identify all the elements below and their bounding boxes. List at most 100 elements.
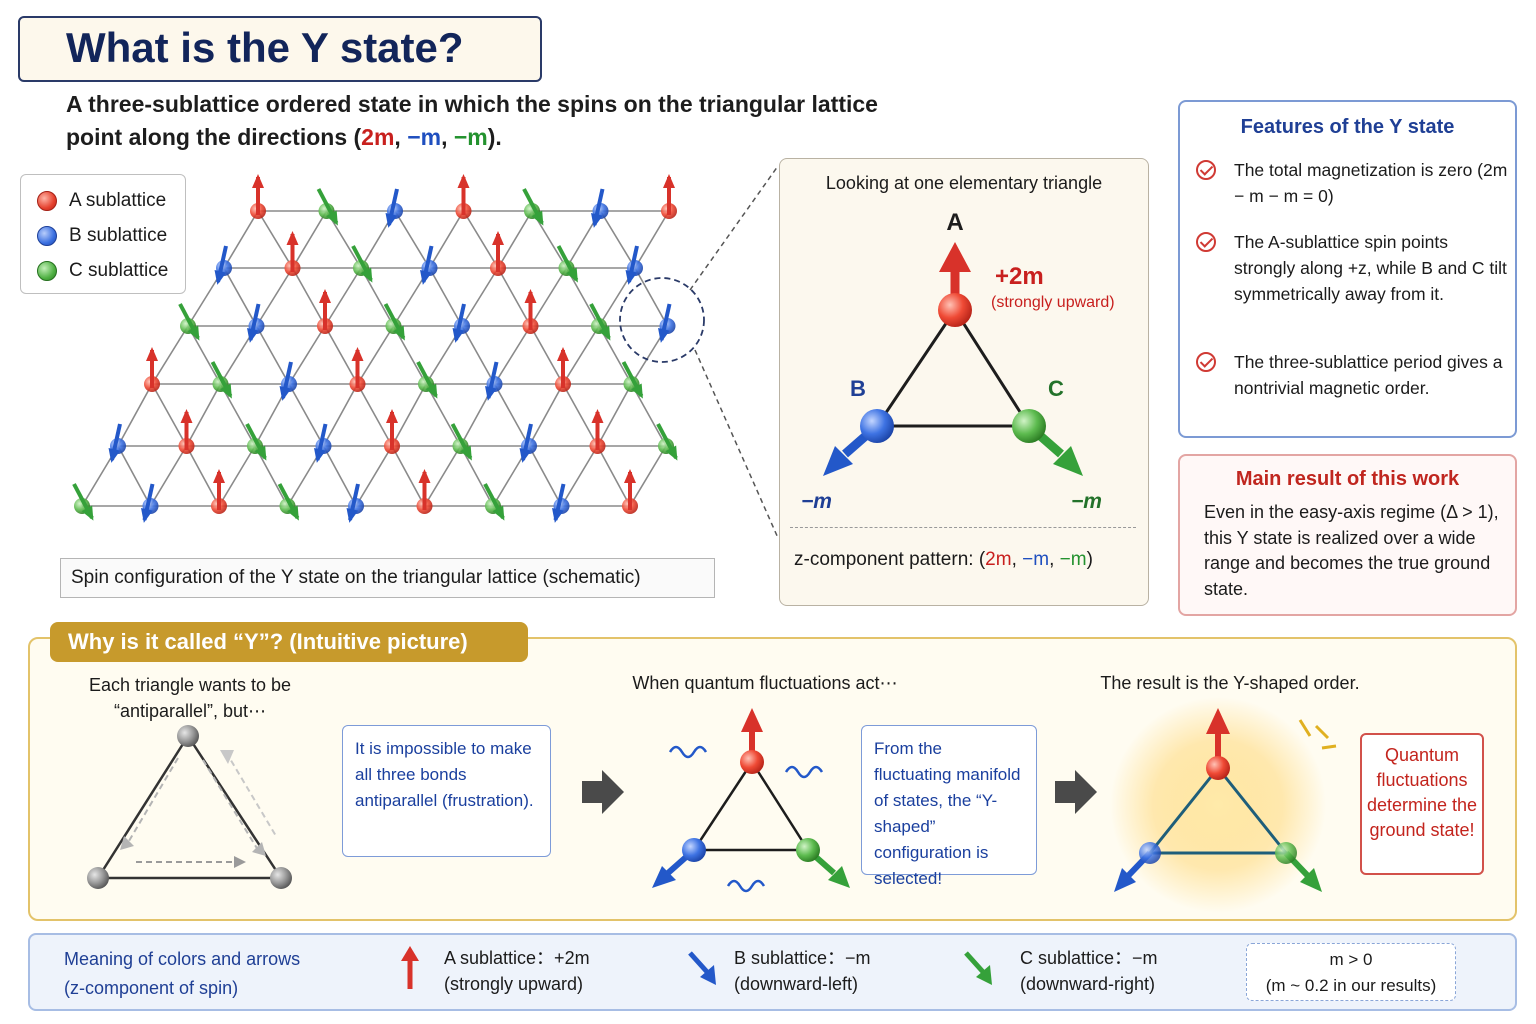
lattice-bond: [462, 210, 499, 269]
spin-site-b: [214, 245, 232, 285]
spin-site-b: [591, 188, 609, 228]
site-a: [938, 293, 972, 327]
spin-site-a: [284, 231, 301, 276]
spin-site-a: [349, 347, 366, 392]
legend-item-a: A sublattice: [37, 188, 166, 214]
lattice-bond: [425, 383, 462, 447]
features-panel: Features of the Y state The total magnet…: [1178, 100, 1517, 438]
lattice-bond: [255, 325, 290, 385]
colors-title-line1: Meaning of colors and arrows: [64, 949, 301, 969]
pattern-c: −m: [1059, 549, 1087, 570]
label-c: C: [1048, 376, 1064, 401]
spin-site-b: [108, 423, 126, 463]
spin-site-a: [455, 174, 472, 219]
colors-item-a: A sublattice：+2m (strongly upward): [444, 945, 590, 997]
lattice-bond: [528, 383, 564, 447]
legend-item-c: C sublattice: [37, 258, 168, 284]
spin-site-b: [485, 361, 503, 401]
subtitle-suffix: ).: [487, 124, 502, 150]
lattice-bond: [428, 210, 465, 269]
lattice-bond: [356, 325, 395, 385]
wavy-line-icon: [784, 765, 824, 779]
why-diagrams: [87, 697, 1337, 913]
spin-site-a: [589, 409, 606, 454]
lattice-bond: [497, 267, 532, 327]
spin-site-a: [661, 174, 677, 219]
main-result-body: Even in the easy-axis regime (Δ > 1), th…: [1204, 502, 1499, 599]
lattice-bond: [562, 325, 600, 385]
lattice-bond: [291, 210, 328, 269]
selection-callout: From the fluctuating manifold of states,…: [861, 725, 1037, 888]
lattice-bond: [219, 383, 256, 447]
spin-site-a: [555, 347, 571, 392]
check-icon: [1196, 160, 1216, 180]
lattice-bond: [630, 383, 667, 447]
spin-site-a: [211, 469, 227, 514]
green-dot-icon: [37, 261, 57, 281]
m-line1: m > 0: [1329, 950, 1373, 969]
spin-site-a: [178, 409, 195, 454]
direction-b: −m: [407, 124, 442, 150]
feature-item: The total magnetization is zero (2m − m …: [1234, 160, 1508, 206]
site-b: [860, 409, 894, 443]
lattice-bond: [288, 325, 326, 385]
note-a: (strongly upward): [991, 294, 1115, 311]
lattice-bond: [596, 445, 631, 507]
title-box: What is the Y state?: [18, 16, 542, 82]
lattice-bond: [355, 445, 393, 507]
main-result-title: Main result of this work: [1235, 468, 1460, 490]
lattice-bond: [459, 445, 494, 507]
spin-site-b: [519, 423, 537, 463]
wavy-line-icon: [668, 745, 708, 759]
colors-a-line2: (strongly upward): [444, 974, 584, 994]
lattice-bond: [257, 210, 294, 269]
colors-c-line1: C sublattice：−m: [1020, 948, 1158, 968]
lattice-bond: [391, 445, 426, 507]
lattice-bond: [461, 267, 499, 327]
down-left-arrow-icon: [688, 951, 716, 985]
spin-site-c: [656, 423, 678, 461]
up-arrow-icon: [401, 946, 419, 989]
colors-a-line1: A sublattice：+2m: [444, 948, 590, 968]
triangle-edges: [874, 307, 1032, 428]
spin-site-c: [483, 483, 505, 521]
check-icon: [1196, 232, 1216, 252]
lattice-bond: [493, 325, 532, 385]
zoom-connector: [619, 165, 779, 539]
legend-label-c: C sublattice: [69, 260, 169, 281]
sep: ,: [1049, 549, 1060, 570]
lattice-bond: [255, 267, 294, 327]
z-pattern: z-component pattern: (2m, −m, −m): [794, 549, 1093, 571]
lattice-bond: [634, 267, 669, 327]
lattice-bond: [529, 325, 564, 385]
lattice-bond: [117, 383, 153, 447]
lattice-bond: [562, 383, 599, 447]
lattice-bond: [423, 445, 462, 507]
spin-site-a: [250, 174, 266, 219]
spin-site-b: [385, 188, 403, 228]
spin-site-b: [279, 361, 297, 401]
lattice-bond: [185, 383, 222, 447]
m-line2: (m ~ 0.2 in our results): [1265, 976, 1437, 995]
elementary-triangle-diagram: A B C +2m (strongly upward) −m −m: [801, 209, 1115, 513]
spin-site-b: [552, 483, 570, 523]
spin-site-c: [351, 245, 373, 283]
spin-site-a: [490, 231, 506, 276]
pattern-prefix: z-component pattern: (: [794, 549, 986, 570]
down-right-arrow-icon: [964, 951, 992, 985]
subtitle-prefix: point along the directions (: [66, 124, 362, 150]
spin-site-a: [144, 347, 160, 392]
subtitle: A three-sublattice ordered state in whic…: [66, 88, 1026, 154]
spin-site-a: [317, 289, 333, 334]
lattice-bond: [391, 383, 427, 447]
features-title: Features of the Y state: [1240, 116, 1455, 138]
lattice-bond: [428, 267, 463, 327]
spin-site-c: [72, 483, 94, 521]
spin-site-c: [316, 188, 339, 226]
spin-site-a: [622, 469, 638, 514]
spin-site-b: [141, 483, 159, 523]
lattice-bond: [394, 210, 431, 269]
spin-site-c: [178, 303, 200, 341]
y-shaped-triangle: [1110, 697, 1337, 913]
arrow-right-icon: [582, 770, 624, 814]
